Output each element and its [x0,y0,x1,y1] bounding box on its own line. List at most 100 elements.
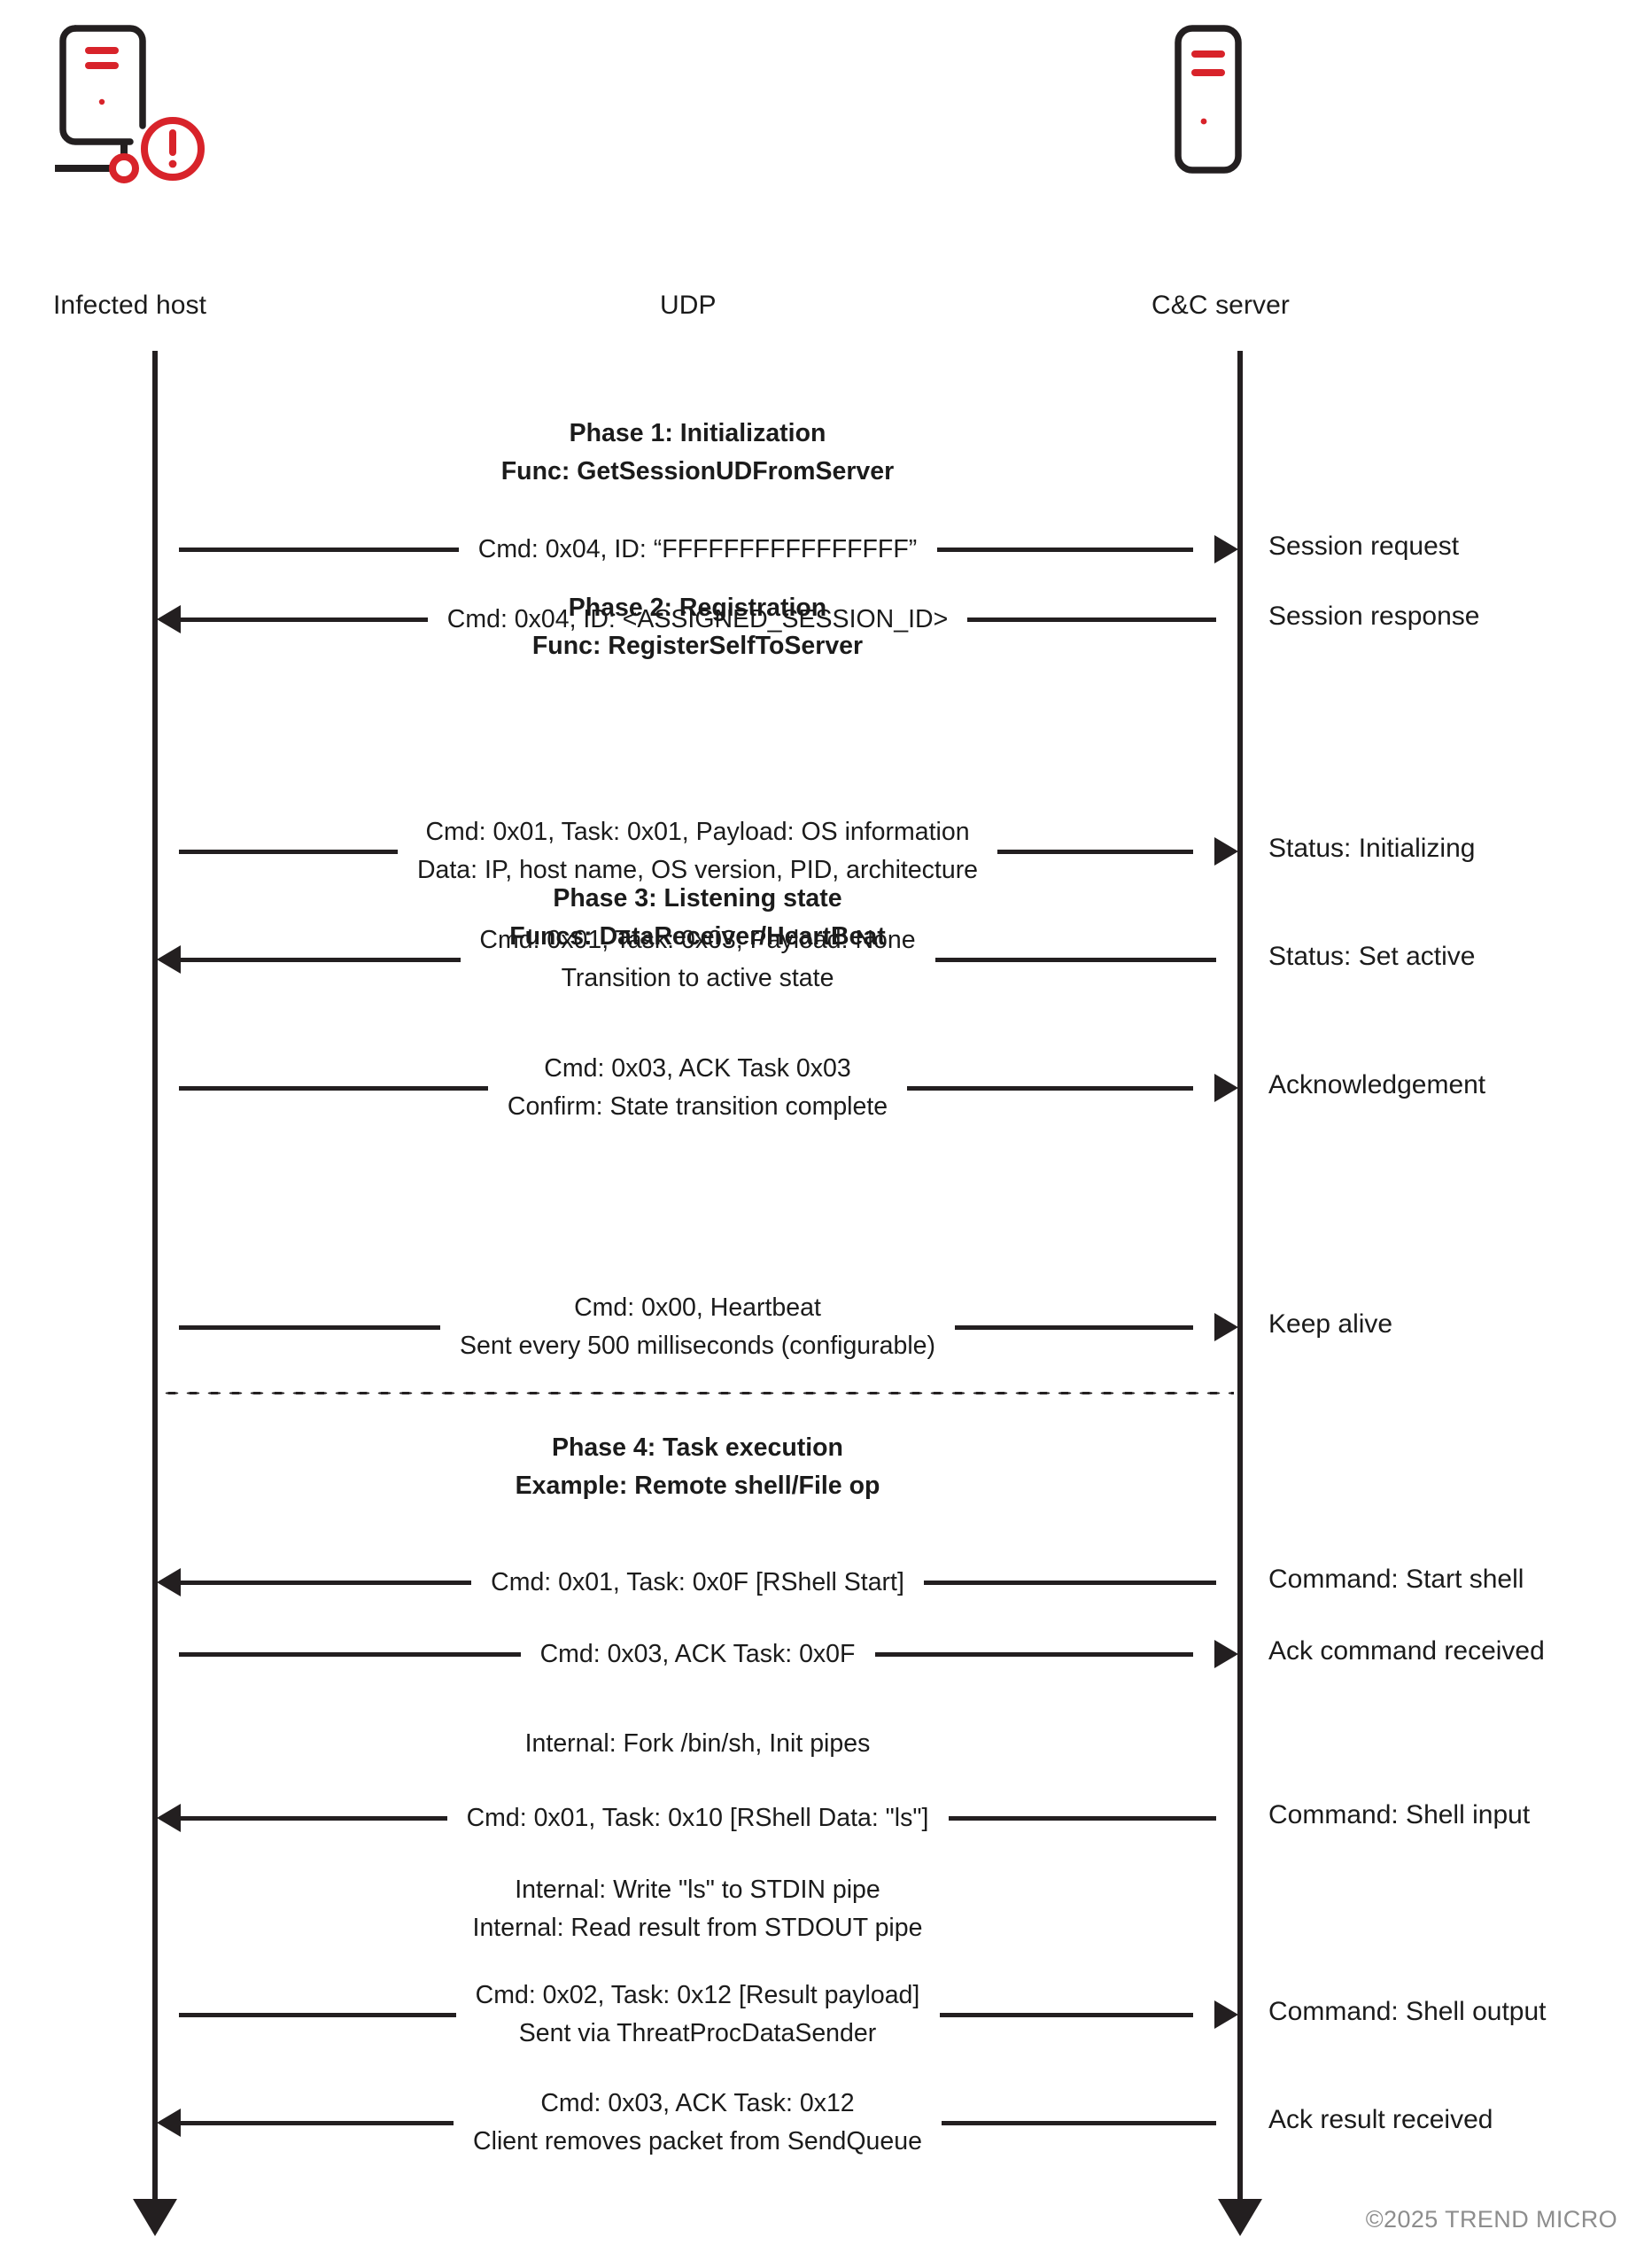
phase-subtitle: Func: GetSessionUDFromServer [500,457,895,485]
message-line: Data: IP, host name, OS version, PID, ar… [416,856,979,884]
arrow-shaft-right [936,548,1193,552]
arrow-shaft-left [179,1325,440,1330]
lifeline-end-arrow-left [133,2199,177,2236]
actor-label-cc-server: C&C server [1152,291,1291,320]
copyright-notice: ©2025 TREND MICRO [1365,2206,1617,2233]
arrow-shaft-left [181,2121,454,2125]
message-line: Cmd: 0x04, ID: <ASSIGNED_SESSION_ID> [446,604,949,633]
arrow-shaft-left [181,1581,471,1585]
arrow-shaft-right [939,2013,1193,2017]
message-caption: Cmd: 0x01, Task: 0x10 [RShell Data: "ls"… [152,1799,1243,1837]
actor-label-infected-host: Infected host [53,291,207,320]
message-caption: Cmd: 0x04, ID: “FFFFFFFFFFFFFFFF” [152,531,1243,569]
message-caption: Cmd: 0x04, ID: <ASSIGNED_SESSION_ID> [152,601,1243,639]
lifeline-infected-host [152,351,158,2207]
arrow-head-right [1214,1313,1238,1341]
message-line: Sent via ThreatProcDataSender [518,2019,877,2047]
message-line: Cmd: 0x01, Task: 0x03, Payload: None [479,926,916,954]
message-caption: Cmd: 0x01, Task: 0x01, Payload: OS infor… [152,813,1243,889]
arrow-head-left [157,605,181,633]
arrow-shaft-right [948,1816,1216,1821]
phase-subtitle: Example: Remote shell/File op [515,1472,880,1500]
arrow-head-left [157,2109,181,2137]
arrow-shaft-right [934,958,1216,962]
server-icon [1152,18,1329,195]
message-note: Acknowledgement [1268,1070,1486,1099]
arrow-shaft-left [181,1816,447,1821]
message-note: Command: Shell output [1268,1997,1547,2026]
message-line: Cmd: 0x04, ID: “FFFFFFFFFFFFFFFF” [477,534,918,563]
message-note: Command: Shell input [1268,1800,1531,1829]
message-line: Cmd: 0x03, ACK Task 0x03 [544,1054,851,1083]
message-line: Internal: Fork /bin/sh, Init pipes [524,1728,871,1758]
phase-subtitle: Funcs: DataReceiver/HeartBeat [509,922,886,951]
message-line: Internal: Write "ls" to STDIN pipe [515,1876,880,1904]
phase-divider-dotted [161,1391,1234,1395]
message-line: Client removes packet from SendQueue [473,2127,922,2155]
infected-server-icon [53,18,257,195]
message-line: Cmd: 0x00, Heartbeat [574,1293,821,1322]
arrow-head-left [157,1804,181,1832]
message-caption: Cmd: 0x01, Task: 0x0F [RShell Start] [152,1564,1243,1602]
message-note: Status: Initializing [1268,834,1476,863]
message-note: Keep alive [1268,1309,1393,1339]
arrow-shaft-right [967,617,1216,622]
message-note: Status: Set active [1268,942,1476,971]
message-line: Cmd: 0x01, Task: 0x10 [RShell Data: "ls"… [466,1803,929,1832]
message-line: Cmd: 0x03, ACK Task: 0x0F [539,1639,856,1668]
arrow-head-right [1214,837,1238,866]
message-line: Internal: Read result from STDOUT pipe [472,1914,923,1942]
message-line: Confirm: State transition complete [507,1092,888,1121]
message-line: Cmd: 0x01, Task: 0x0F [RShell Start] [491,1567,904,1596]
message-line: Cmd: 0x01, Task: 0x01, Payload: OS infor… [425,818,970,846]
message-line: Sent every 500 milliseconds (configurabl… [459,1332,936,1360]
arrow-head-left [157,945,181,974]
message-note: Ack command received [1268,1636,1545,1666]
message-caption: Cmd: 0x02, Task: 0x12 [Result payload] Se… [152,1977,1243,2053]
message-caption: Internal: Fork /bin/sh, Init pipes [152,1725,1243,1763]
message-line: Cmd: 0x02, Task: 0x12 [Result payload] [475,1981,920,2009]
message-line: Transition to active state [561,964,834,992]
arrow-shaft-right [942,2121,1216,2125]
lifeline-end-arrow-right [1218,2199,1262,2236]
arrow-shaft-left [179,2013,456,2017]
arrow-shaft-left [181,617,428,622]
phase-title: Phase 2: Registration [568,594,827,622]
arrow-head-right [1214,2000,1238,2029]
arrow-shaft-left [179,850,398,854]
actor-label-udp: UDP [660,291,717,320]
message-note: Command: Start shell [1268,1565,1524,1594]
arrow-shaft-right [924,1581,1216,1585]
arrow-shaft-right [907,1086,1193,1091]
arrow-head-left [157,1568,181,1596]
arrow-shaft-left [179,1086,488,1091]
message-line: Cmd: 0x03, ACK Task: 0x12 [540,2089,855,2117]
arrow-head-right [1214,1640,1238,1668]
phase-title: Phase 3: Listening state [553,884,842,913]
arrow-shaft-left [181,958,461,962]
phase-title: Phase 1: Initialization [569,419,826,447]
arrow-shaft-left [179,1652,521,1657]
message-note: Ack result received [1268,2105,1493,2134]
message-note: Session response [1268,602,1480,631]
message-note: Session request [1268,532,1460,561]
arrow-shaft-left [179,548,459,552]
lifeline-cc-server [1237,351,1243,2207]
message-caption: Cmd: 0x03, ACK Task: 0x0F [152,1635,1243,1674]
arrow-shaft-right [997,850,1193,854]
arrow-shaft-right [955,1325,1193,1330]
arrow-shaft-right [874,1652,1193,1657]
arrow-head-right [1214,535,1238,563]
phase-subtitle: Func: RegisterSelfToServer [531,632,864,660]
phase-title: Phase 4: Task execution [552,1433,843,1462]
